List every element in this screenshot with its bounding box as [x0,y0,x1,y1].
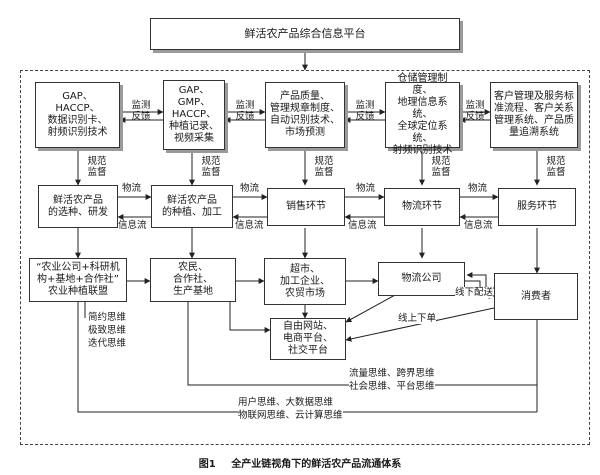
figure-number: 图1 [198,459,216,470]
node-online-platforms: 自由网站、 电商平台、 社交平台 [270,318,346,360]
node-markets: 超市、 加工企业、 农贸市场 [264,258,346,305]
monitor-feedback-label-4: 监测 反馈 [465,100,485,122]
flow-info-label-3: 信息流 [348,220,377,231]
node-consumer: 消费者 [494,273,578,320]
flow-info-label-4: 信息流 [464,220,493,231]
node-markets-text: 超市、 加工企业、 农贸市场 [280,263,330,299]
regulate-label-1: 规范 监督 [87,156,107,178]
info-box-logistics-text: 仓储管理制度、 地理信息系统、 全球定位系统、 射频识别技术 [392,73,453,156]
info-box-sales: 产品质量、 管理规章制度、 自动识别技术、 市场预测 [265,82,345,148]
info-box-service: 客户管理及服务标 准流程、客户关系 管理系统、产品质 量追溯系统 [490,82,578,148]
stage-sales-text: 销售环节 [286,201,326,212]
figure-caption: 图1 全产业链视角下的鲜活农产品流通体系 [0,455,600,470]
flow-info-label-2: 信息流 [235,220,264,231]
node-logistics-company-text: 物流公司 [401,273,442,284]
info-box-seed-text: GAP、 HACCP、 数据识别卡、 射频识别技术 [47,91,108,138]
node-farmers-text: 农民、 合作社、 生产基地 [173,262,213,297]
flow-logistics-label-2: 物流 [240,183,260,194]
regulate-label-4: 规范 监督 [431,156,451,178]
node-farmers: 农民、 合作社、 生产基地 [150,258,236,302]
online-order-label: 线上下单 [398,313,437,324]
stage-service: 服务环节 [498,188,576,226]
node-consumer-text: 消费者 [521,290,551,302]
flow-logistics-label-4: 物流 [468,183,488,194]
info-box-seed: GAP、 HACCP、 数据识别卡、 射频识别技术 [35,82,120,148]
node-online-platforms-text: 自由网站、 电商平台、 社交平台 [283,321,333,356]
offline-delivery-label: 线下配送 [455,287,494,298]
info-box-service-text: 客户管理及服务标 准流程、客户关系 管理系统、产品质 量追溯系统 [494,91,574,138]
info-box-sales-text: 产品质量、 管理规章制度、 自动识别技术、 市场预测 [270,91,340,138]
info-box-logistics: 仓储管理制度、 地理信息系统、 全球定位系统、 射频识别技术 [385,73,460,156]
info-box-plant: GAP、 GMP、 HACCP、 种植记录、 视频采集 [163,80,225,150]
regulate-label-3: 规范 监督 [314,156,334,178]
system-frame [20,70,590,445]
thinking-traffic-label: 流量思维、跨界思维 社会思维、平台思维 [349,367,435,393]
monitor-feedback-label-3: 监测 反馈 [355,100,375,122]
node-alliance-text: “农业公司+科研机 构+基地+合作社” 农业种植联盟 [36,262,120,297]
stage-seed-rd-text: 鲜活农产品 的选种、研发 [48,194,108,218]
monitor-feedback-label-1: 监测 反馈 [131,100,151,122]
info-box-plant-text: GAP、 GMP、 HACCP、 种植记录、 视频采集 [169,85,219,144]
node-logistics-company: 物流公司 [378,262,465,296]
platform-title: 鲜活农产品综合信息平台 [150,18,460,50]
stage-sales: 销售环节 [267,188,345,226]
stage-service-text: 服务环节 [517,201,557,212]
figure-caption-text: 全产业链视角下的鲜活农产品流通体系 [231,459,402,470]
thinking-simple-label: 简约思维 极致思维 迭代思维 [88,312,127,349]
stage-plant-process: 鲜活农产品 的种植、加工 [151,185,233,228]
regulate-label-5: 规范 监督 [546,156,566,178]
flow-info-label-1: 信息流 [118,220,147,231]
node-alliance: “农业公司+科研机 构+基地+合作社” 农业种植联盟 [29,258,127,302]
flow-logistics-label-1: 物流 [122,183,142,194]
platform-title-text: 鲜活农产品综合信息平台 [244,27,366,40]
monitor-feedback-label-2: 监测 反馈 [235,100,255,122]
stage-plant-process-text: 鲜活农产品 的种植、加工 [162,194,222,218]
stage-logistics: 物流环节 [384,188,460,226]
stage-seed-rd: 鲜活农产品 的选种、研发 [38,185,118,228]
thinking-user-label: 用户思维、大数据思维 物联网思维、云计算思维 [238,396,343,422]
stage-logistics-text: 物流环节 [402,201,442,212]
flow-logistics-label-3: 物流 [356,183,376,194]
regulate-label-2: 规范 监督 [201,156,221,178]
